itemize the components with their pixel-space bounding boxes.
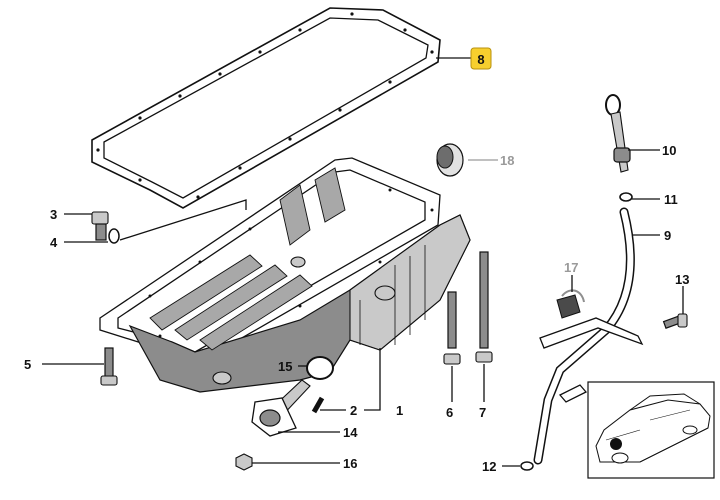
callout-18[interactable]: 18 — [500, 153, 514, 168]
dipstick-tube[interactable] — [533, 207, 644, 465]
nut[interactable] — [235, 453, 253, 471]
callout-8-highlight[interactable]: 8 — [470, 47, 492, 70]
bolt-tube[interactable] — [662, 313, 688, 329]
callout-17[interactable]: 17 — [564, 260, 578, 275]
o-ring-small[interactable] — [619, 192, 633, 202]
callout-1[interactable]: 1 — [396, 403, 403, 418]
callout-5[interactable]: 5 — [24, 357, 31, 372]
callout-labels: 8 18 10 11 9 3 4 17 13 5 15 2 1 6 7 14 1… — [24, 47, 689, 474]
car-location-icon — [587, 381, 715, 479]
oil-pump-pickup[interactable] — [251, 379, 311, 437]
leader-lines — [42, 57, 684, 467]
callout-12[interactable]: 12 — [482, 459, 496, 474]
callout-13[interactable]: 13 — [675, 272, 689, 287]
callout-6[interactable]: 6 — [446, 405, 453, 420]
callout-14[interactable]: 14 — [343, 425, 358, 440]
callout-8[interactable]: 8 — [477, 52, 484, 67]
callout-4[interactable]: 4 — [50, 235, 58, 250]
gasket[interactable] — [91, 7, 441, 209]
callout-11[interactable]: 11 — [664, 192, 678, 207]
callout-10[interactable]: 10 — [662, 143, 676, 158]
o-ring-pump[interactable] — [306, 356, 334, 380]
tube-o-ring[interactable] — [520, 461, 534, 471]
bolt-short[interactable] — [100, 347, 118, 386]
callout-15[interactable]: 15 — [278, 359, 292, 374]
drain-plug[interactable] — [91, 211, 109, 241]
callout-9[interactable]: 9 — [664, 228, 671, 243]
plug[interactable] — [436, 143, 464, 177]
bolt-long-6[interactable] — [443, 291, 461, 365]
drain-washer[interactable] — [108, 228, 120, 244]
bolt-long-7[interactable] — [475, 251, 493, 363]
stud[interactable] — [311, 396, 325, 414]
clip[interactable] — [556, 289, 585, 319]
callout-2[interactable]: 2 — [350, 403, 357, 418]
callout-7[interactable]: 7 — [479, 405, 486, 420]
dipstick-handle[interactable] — [605, 94, 631, 173]
oil-pan[interactable] — [99, 157, 471, 393]
callout-16[interactable]: 16 — [343, 456, 357, 471]
callout-3[interactable]: 3 — [50, 207, 57, 222]
